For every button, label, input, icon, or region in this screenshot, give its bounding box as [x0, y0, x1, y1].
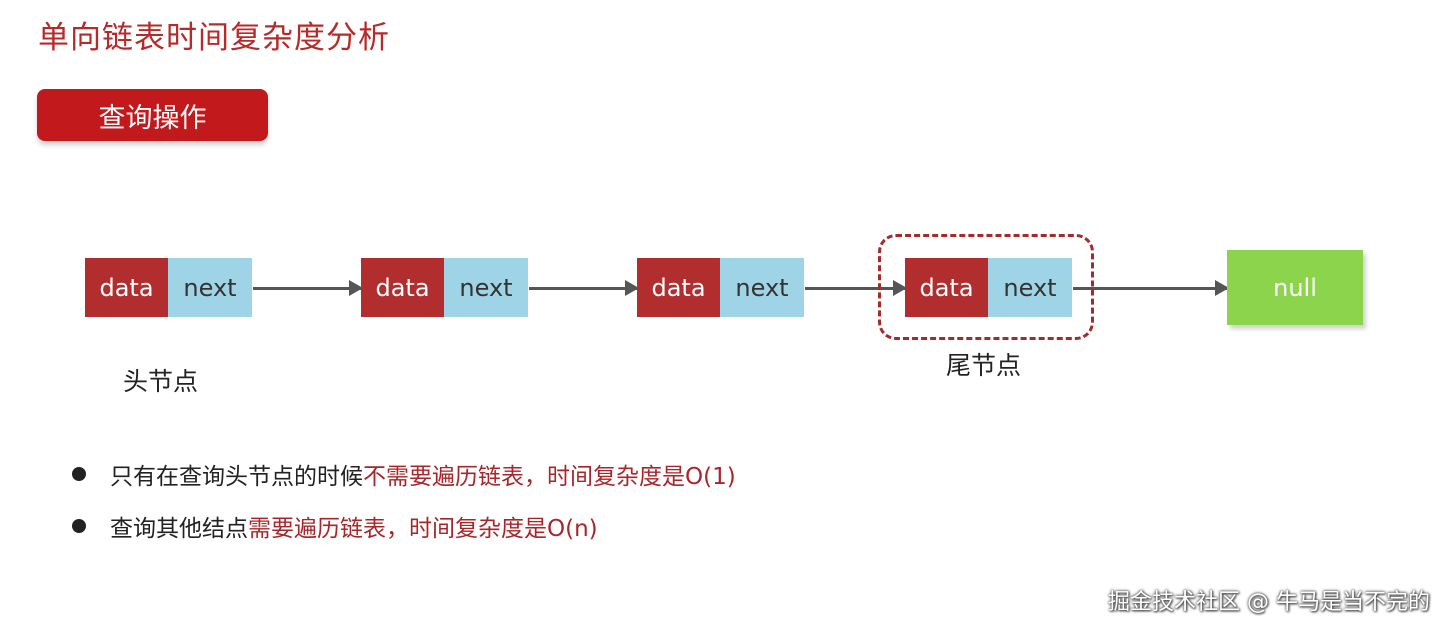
- list-node-3: data next: [637, 258, 804, 317]
- link-arrow-2: [529, 280, 639, 296]
- arrow-head: [893, 280, 907, 296]
- bullet-highlight: 不需要遍历链表，时间复杂度是O(1): [363, 464, 736, 490]
- link-arrow-3: [805, 280, 907, 296]
- arrow-head: [625, 280, 639, 296]
- bullet-text: 查询其他结点: [110, 516, 248, 542]
- link-arrow-1: [253, 280, 363, 296]
- head-node-label: 头节点: [123, 367, 199, 396]
- bullet-dot: [72, 519, 86, 533]
- arrow-head: [349, 280, 363, 296]
- bullet-item: 只有在查询头节点的时候不需要遍历链表，时间复杂度是O(1): [72, 448, 736, 500]
- link-arrow-4: [1073, 280, 1229, 296]
- list-node-1: data next: [85, 258, 252, 317]
- null-terminator: null: [1227, 250, 1363, 325]
- watermark: 掘金技术社区 @ 牛马是当不完的: [1108, 590, 1430, 615]
- list-node-2: data next: [361, 258, 528, 317]
- bullet-highlight: 需要遍历链表，时间复杂度是O(n): [248, 516, 598, 542]
- arrow-head: [1215, 280, 1229, 296]
- node-next-cell: next: [720, 258, 804, 317]
- node-next-cell: next: [444, 258, 528, 317]
- node-data-cell: data: [905, 258, 988, 317]
- list-node-4: data next: [905, 258, 1072, 317]
- node-data-cell: data: [361, 258, 444, 317]
- page-title: 单向链表时间复杂度分析: [38, 20, 390, 56]
- bullet-dot: [72, 467, 86, 481]
- node-next-cell: next: [988, 258, 1072, 317]
- section-badge: 查询操作: [37, 89, 268, 141]
- bullet-text: 只有在查询头节点的时候: [110, 464, 363, 490]
- node-next-cell: next: [168, 258, 252, 317]
- node-data-cell: data: [85, 258, 168, 317]
- bullet-list: 只有在查询头节点的时候不需要遍历链表，时间复杂度是O(1) 查询其他结点需要遍历…: [72, 448, 736, 552]
- tail-node-label: 尾节点: [946, 351, 1022, 380]
- bullet-item: 查询其他结点需要遍历链表，时间复杂度是O(n): [72, 500, 736, 552]
- node-data-cell: data: [637, 258, 720, 317]
